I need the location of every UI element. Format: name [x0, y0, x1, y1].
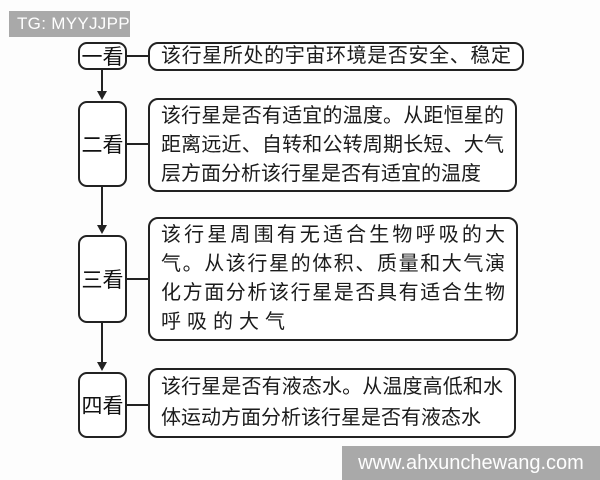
description-text: 该行星是否有液态水。从温度高低和水	[161, 376, 503, 398]
description-text: 气。从该行星的体积、质量和大气演	[161, 253, 505, 275]
step-label-3: 三看	[81, 268, 124, 292]
step-label-1: 一看	[81, 45, 124, 69]
description-text: 体运动方面分析该行星是否有液态水	[161, 407, 481, 429]
arrow-down-icon-1	[97, 91, 107, 100]
description-text: 该行星是否有适宜的温度。从距恒星的	[161, 105, 504, 127]
step-label-4: 四看	[81, 394, 124, 418]
description-text: 距离远近、自转和公转周期长短、大气	[161, 134, 504, 156]
flow-arrow-line-2	[101, 187, 103, 226]
connector-line-2	[127, 143, 148, 145]
flow-arrow-line-1	[101, 70, 103, 92]
description-text: 该行星周围有无适合生物呼吸的大	[161, 224, 505, 246]
connector-line-4	[127, 404, 148, 406]
description-box-3: 该行星周围有无适合生物呼吸的大 气。从该行星的体积、质量和大气演 化方面分析该行…	[148, 217, 518, 341]
description-text: 层方面分析该行星是否有适宜的温度	[161, 163, 481, 185]
watermark-top-text: TG: MYYJJPP	[17, 14, 130, 33]
description-text: 呼吸的大气	[161, 311, 291, 333]
watermark-bottom-text: www.ahxunchewang.com	[358, 452, 584, 474]
description-text: 化方面分析该行星是否具有适合生物	[161, 282, 505, 304]
step-box-1: 一看	[78, 42, 127, 70]
watermark-bottom-banner: www.ahxunchewang.com	[342, 446, 600, 480]
description-box-1: 该行星所处的宇宙环境是否安全、稳定	[148, 42, 524, 71]
step-box-4: 四看	[78, 372, 127, 438]
description-box-2: 该行星是否有适宜的温度。从距恒星的 距离远近、自转和公转周期长短、大气 层方面分…	[148, 98, 517, 192]
step-box-3: 三看	[78, 235, 127, 323]
description-text: 该行星所处的宇宙环境是否安全、稳定	[161, 45, 511, 67]
watermark-top-banner: TG: MYYJJPP	[9, 11, 130, 37]
description-box-4: 该行星是否有液态水。从温度高低和水 体运动方面分析该行星是否有液态水	[148, 368, 516, 438]
flow-arrow-line-3	[101, 323, 103, 363]
arrow-down-icon-2	[97, 225, 107, 234]
connector-line-1	[127, 55, 148, 57]
arrow-down-icon-3	[97, 362, 107, 371]
connector-line-3	[127, 278, 148, 280]
step-label-2: 二看	[81, 133, 124, 157]
step-box-2: 二看	[78, 101, 127, 187]
